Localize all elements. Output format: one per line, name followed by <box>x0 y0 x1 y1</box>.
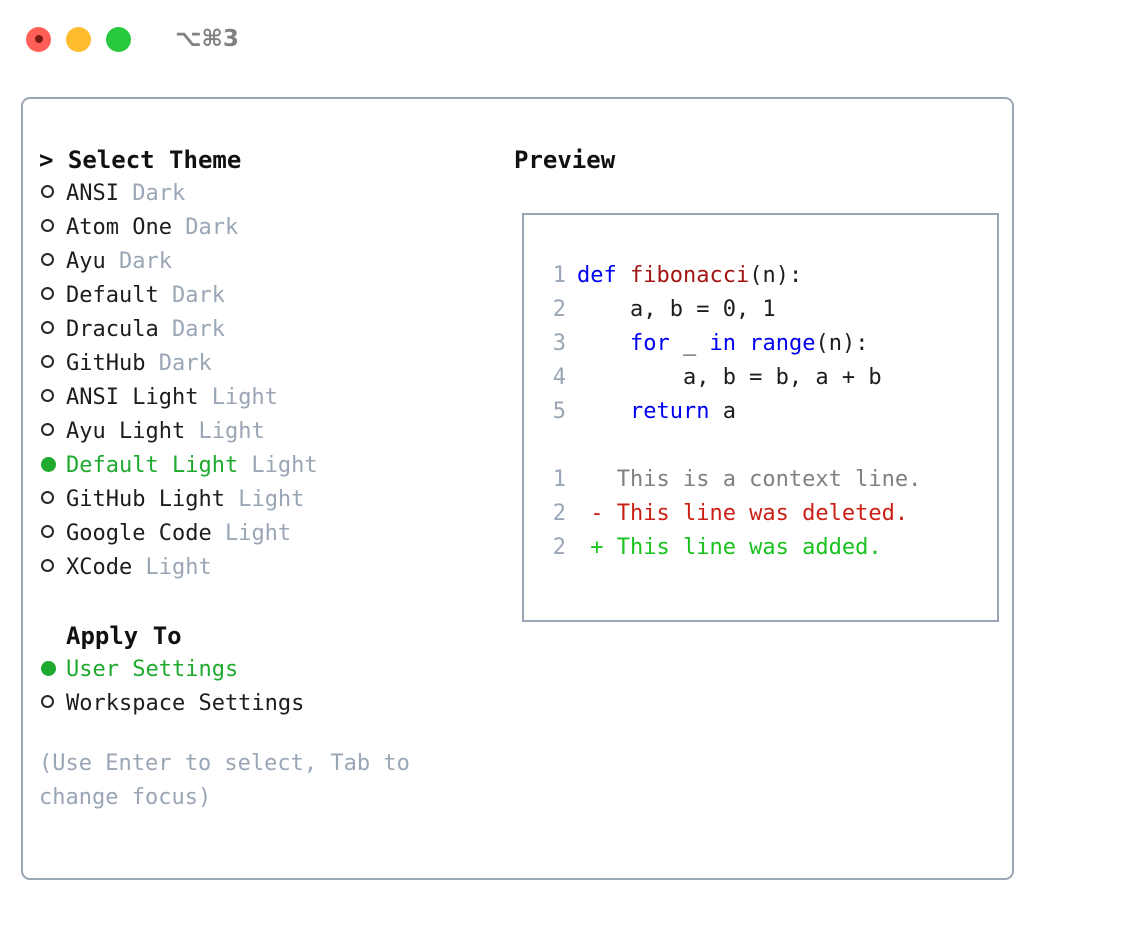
code-token-plain: _ <box>669 331 710 356</box>
code-token-kw: return <box>629 399 710 424</box>
code-token-kw: in <box>709 331 736 356</box>
code-token-del: - This line was deleted. <box>577 501 909 526</box>
apply-to-item-user-settings[interactable]: User Settings <box>39 653 503 687</box>
theme-item-github[interactable]: GitHub Dark <box>39 347 503 381</box>
diff-sample: 1 This is a context line.2 - This line w… <box>524 463 997 565</box>
theme-variant-tag: Dark <box>145 351 212 376</box>
apply-to-item-label: User Settings <box>66 657 239 682</box>
theme-item-label: GitHub <box>66 351 146 376</box>
theme-item-label: ANSI Light <box>66 385 199 410</box>
code-line: 1 def fibonacci(n): <box>524 259 997 293</box>
line-number: 2 <box>552 535 566 560</box>
theme-variant-tag: Light <box>198 385 278 410</box>
line-number: 5 <box>552 399 566 424</box>
theme-variant-tag: Dark <box>171 215 239 240</box>
theme-item-atom-one[interactable]: Atom One Dark <box>39 211 503 245</box>
theme-variant-tag: Light <box>132 555 212 580</box>
close-button[interactable] <box>26 26 51 52</box>
title-bar: ⌥⌘3 <box>0 0 1140 78</box>
code-line: 3 for _ in range(n): <box>524 327 997 361</box>
keyboard-shortcut-label: ⌥⌘3 <box>175 26 239 52</box>
code-token-kw: def <box>577 263 630 288</box>
theme-variant-tag: Dark <box>158 283 225 308</box>
theme-item-label: Google Code <box>66 521 212 546</box>
code-line: 2 a, b = 0, 1 <box>524 293 997 327</box>
theme-item-label: XCode <box>66 555 133 580</box>
list-spacer <box>39 585 503 619</box>
theme-variant-tag: Dark <box>158 317 225 342</box>
theme-item-default[interactable]: Default Dark <box>39 279 503 313</box>
theme-variant-tag: Dark <box>105 249 172 274</box>
code-token-plain: a <box>709 399 736 424</box>
theme-item-ayu[interactable]: Ayu Dark <box>39 245 503 279</box>
code-token-ctx: This is a context line. <box>577 467 922 492</box>
theme-item-label: Ayu <box>66 249 106 274</box>
preview-title: Preview <box>514 146 616 174</box>
apply-to-item-label: Workspace Settings <box>66 691 305 716</box>
diff-line: 2 - This line was deleted. <box>524 497 997 531</box>
code-token-add: + This line was added. <box>577 535 882 560</box>
diff-line: 1 This is a context line. <box>524 463 997 497</box>
code-token-plain <box>736 327 749 361</box>
line-number: 3 <box>552 331 566 356</box>
line-number: 4 <box>552 365 566 390</box>
theme-item-github-light[interactable]: GitHub Light Light <box>39 483 503 517</box>
code-token-plain: a, b = b, a + b <box>577 365 882 390</box>
theme-item-xcode[interactable]: XCode Light <box>39 551 503 585</box>
code-token-plain: (n): <box>815 331 869 356</box>
theme-item-label: ANSI <box>66 181 119 206</box>
theme-item-ansi[interactable]: ANSI Dark <box>39 177 503 211</box>
theme-item-label: Ayu Light <box>66 419 186 444</box>
apply-to-header: Apply To <box>66 622 182 650</box>
code-token-plain: a, b = 0, 1 <box>577 297 776 322</box>
theme-item-google-code[interactable]: Google Code Light <box>39 517 503 551</box>
code-token-fn: fibonacci <box>629 263 750 288</box>
theme-item-label: Default <box>66 283 159 308</box>
theme-item-ansi-light[interactable]: ANSI Light Light <box>39 381 503 415</box>
line-number: 1 <box>552 263 566 288</box>
code-line: 5 return a <box>524 395 997 429</box>
code-diff-spacer <box>524 429 997 463</box>
select-theme-header: > Select Theme <box>39 146 242 174</box>
apply-to-item-workspace-settings[interactable]: Workspace Settings <box>39 687 503 721</box>
code-token-plain: (n): <box>749 263 803 288</box>
keyboard-hint-text: (Use Enter to select, Tab to change focu… <box>39 751 424 810</box>
theme-item-dracula[interactable]: Dracula Dark <box>39 313 503 347</box>
code-token-kw: for <box>629 331 670 356</box>
theme-item-label: Default Light <box>66 453 239 478</box>
window-controls <box>26 26 131 52</box>
theme-variant-tag: Light <box>211 521 292 546</box>
theme-item-ayu-light[interactable]: Ayu Light Light <box>39 415 503 449</box>
line-number: 1 <box>552 467 566 492</box>
code-token-kw: range <box>749 331 816 356</box>
code-token-plain <box>577 327 630 361</box>
theme-variant-tag: Light <box>224 487 305 512</box>
line-number: 2 <box>552 297 566 322</box>
minimize-button[interactable] <box>66 26 91 52</box>
maximize-button[interactable] <box>106 26 131 52</box>
theme-item-label: Atom One <box>66 215 172 240</box>
code-token-plain <box>577 395 630 429</box>
theme-item-default-light[interactable]: Default Light Light <box>39 449 503 483</box>
theme-variant-tag: Light <box>185 419 265 444</box>
theme-item-label: GitHub Light <box>66 487 225 512</box>
line-number: 2 <box>552 501 566 526</box>
theme-item-label: Dracula <box>66 317 159 342</box>
theme-variant-tag: Light <box>238 453 318 478</box>
code-line: 4 a, b = b, a + b <box>524 361 997 395</box>
diff-line: 2 + This line was added. <box>524 531 997 565</box>
theme-variant-tag: Dark <box>118 181 186 206</box>
